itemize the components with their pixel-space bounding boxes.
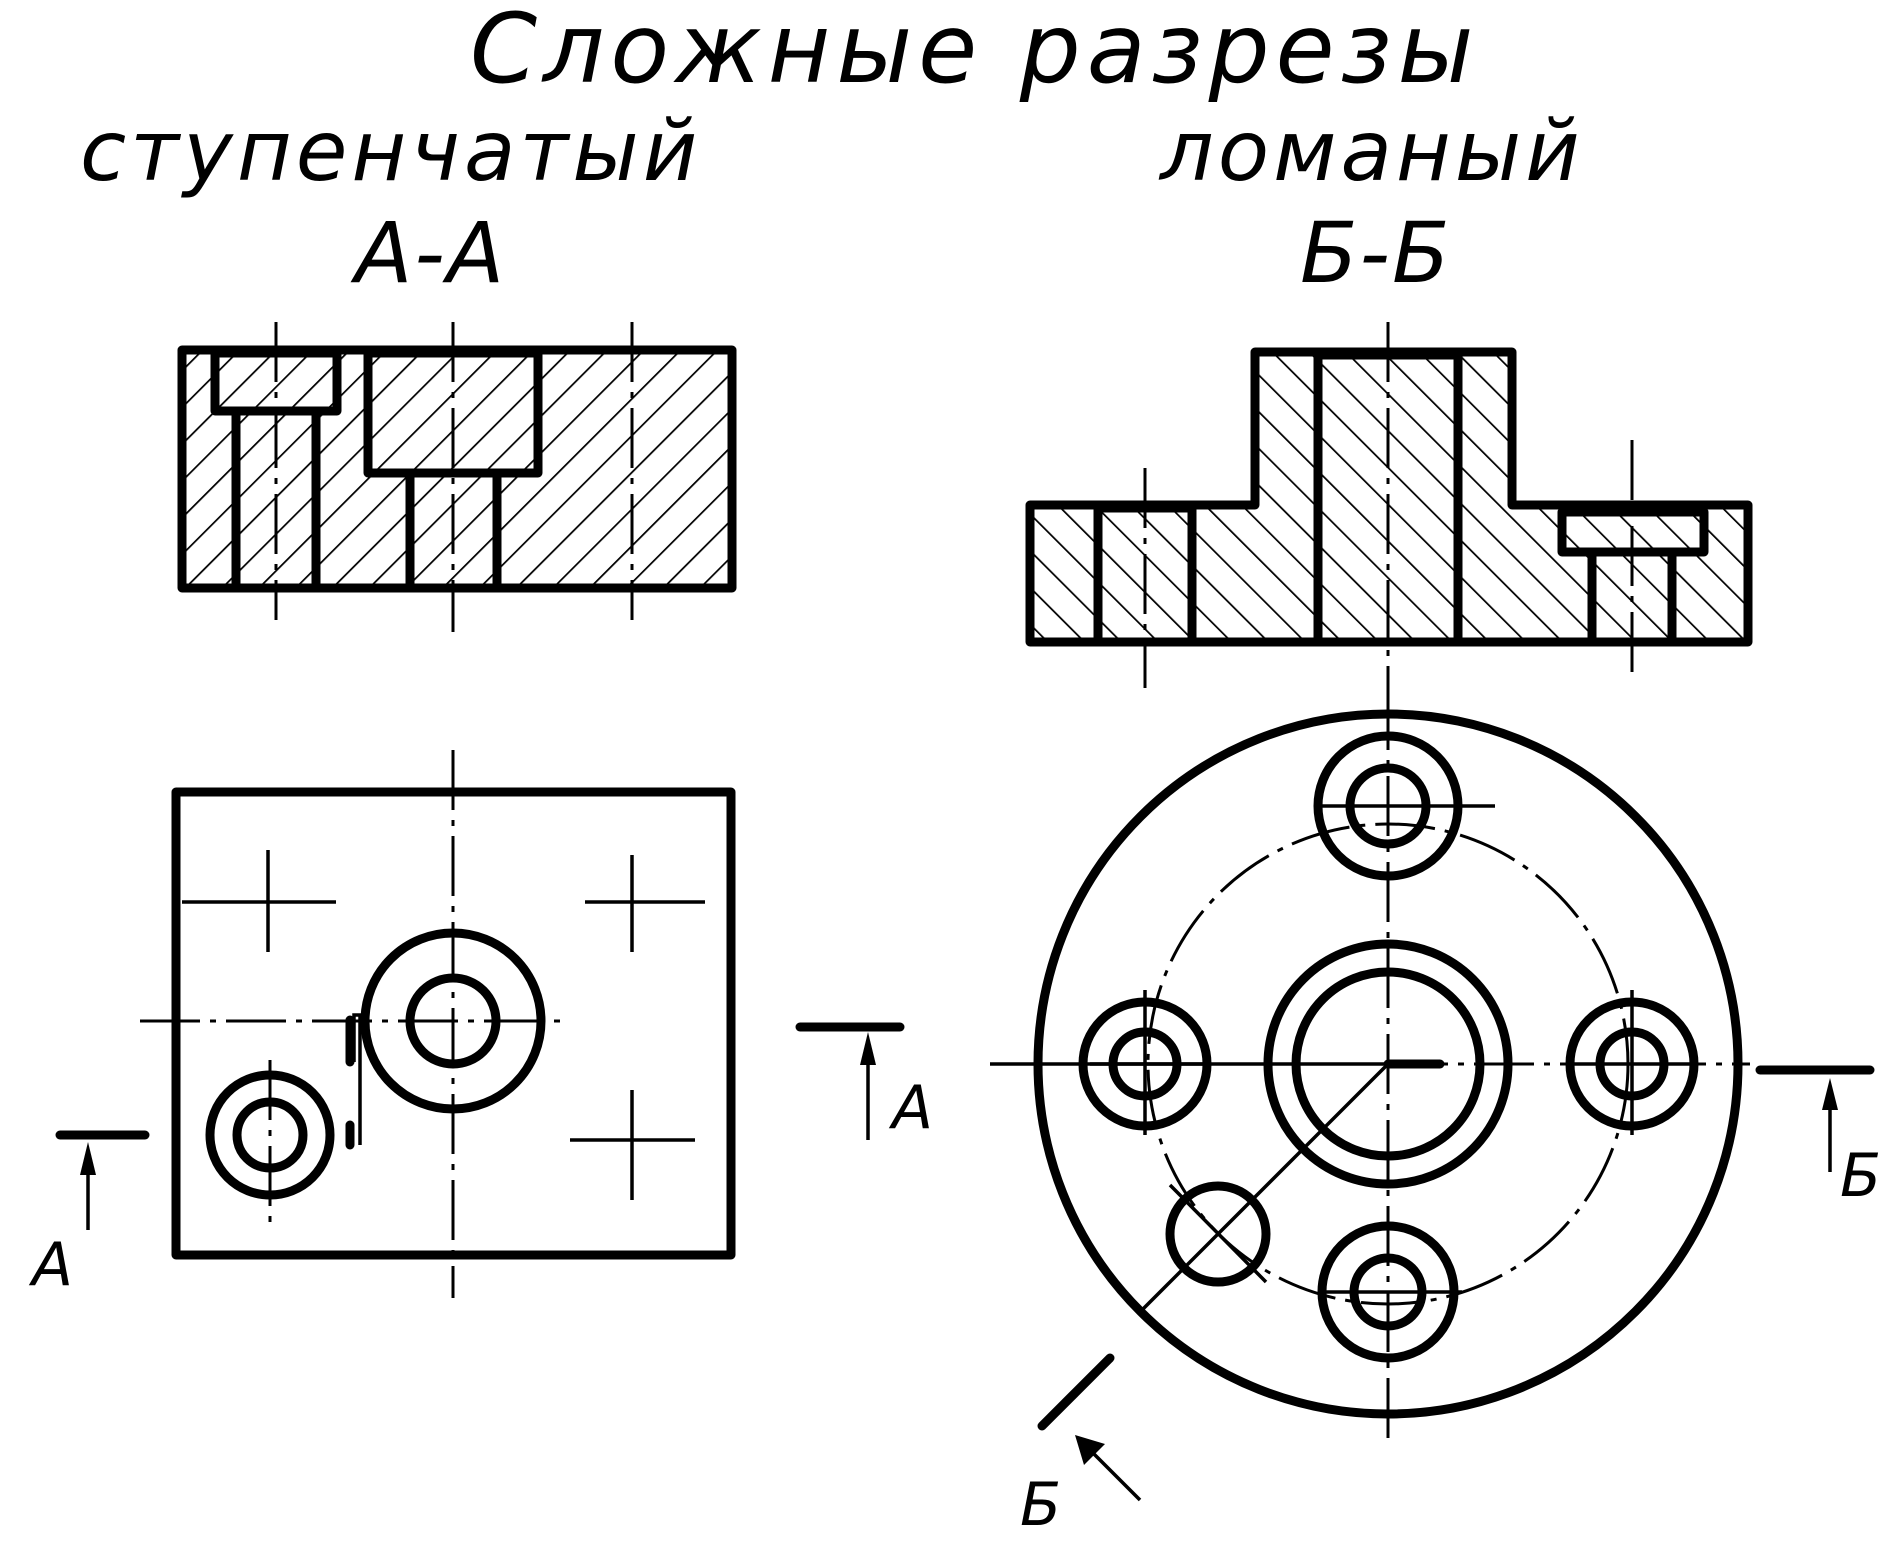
stepped-cut-label-right: А (888, 1073, 933, 1143)
broken-cut-label-bottom: Б (1020, 1470, 1061, 1540)
stepped-section-name: А-А (350, 204, 506, 302)
main-title: Сложные разрезы (470, 0, 1479, 105)
broken-cut-label-right: Б (1840, 1141, 1881, 1211)
stepped-cut-step (352, 1013, 362, 1145)
broken-plan-diagonal-hole (1165, 1181, 1271, 1287)
stepped-section-view (177, 322, 737, 632)
stepped-arrow-left (80, 1142, 96, 1230)
stepped-cut-label-left: А (28, 1230, 73, 1300)
broken-section-name: Б-Б (1300, 204, 1452, 302)
stepped-arrow-right (860, 1032, 876, 1140)
broken-section-outline (1025, 347, 1753, 647)
broken-caption: ломаный (1158, 102, 1584, 200)
stepped-plan-marks (182, 850, 705, 1200)
stepped-section-outline (177, 345, 737, 593)
broken-plan-diagonal-cut (1138, 1062, 1390, 1314)
broken-cut-stroke-bottom (1037, 1353, 1115, 1431)
broken-arrow-right (1822, 1078, 1838, 1172)
stepped-caption: ступенчатый (80, 102, 701, 200)
broken-section-view (1025, 322, 1753, 690)
broken-plan-view: Б Б (990, 690, 1881, 1540)
broken-plan-hole-crosses (1090, 804, 1695, 1294)
broken-arrow-bottom (1075, 1435, 1142, 1502)
stepped-plan-view: А А (28, 750, 933, 1300)
